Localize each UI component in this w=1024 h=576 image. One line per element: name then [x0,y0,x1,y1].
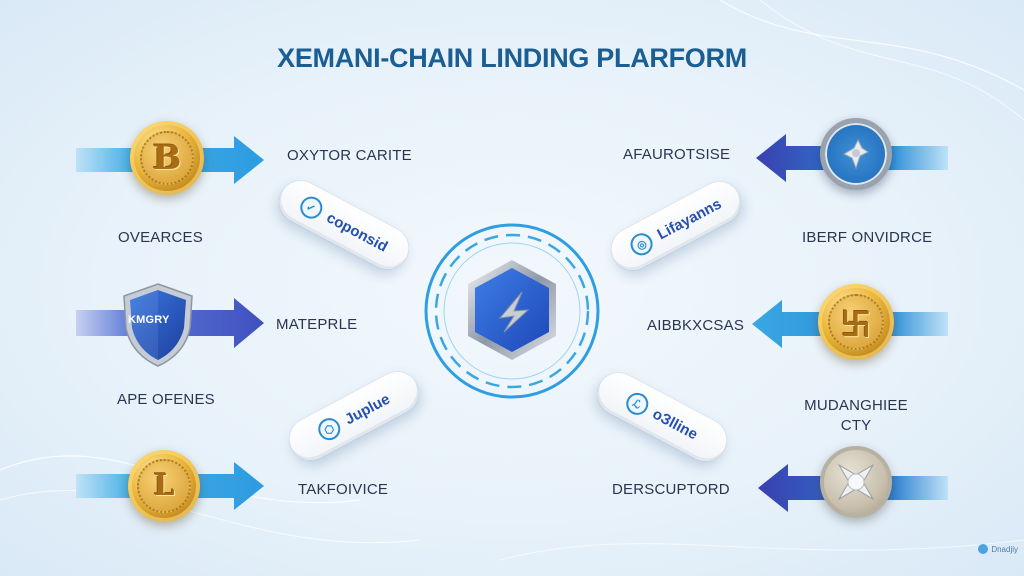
shield-icon [123,283,193,367]
four-point-star-icon [837,463,875,501]
pill-label: oЗlline [649,405,701,443]
left-label-3: TAKFOIVICE [298,481,389,498]
pill-button-coponsid[interactable]: ✓ coponsid [272,173,416,277]
lightning-hexagon-icon[interactable] [418,218,606,404]
left-sublabel-1: OVEARCES [118,229,203,246]
right-sublabel-2: MUDANGHIEE CTY [800,396,912,436]
page-title: XEMANI-CHAIN LINDING PLARFORM [277,43,747,73]
pill-label: coponsid [323,208,391,256]
pill-label: Lifayanns [654,195,725,243]
coin-badge-icon: ✓ [296,192,326,223]
right-label-2: AIBBKXCSAS [647,317,745,334]
pill-button-lifayanns[interactable]: ◎ Lifayanns [604,174,748,278]
pill-button-juplue[interactable]: ⬡ Juplue [282,364,426,468]
silver-star-coin-icon [820,446,892,518]
blue-coin-icon [820,118,892,190]
right-label-1: AFAUROTSISE [623,146,731,163]
bitcoin-coin-icon: B [130,121,204,195]
hex-badge-icon: ⬡ [314,414,345,445]
left-label-2: MATEPRLE [276,316,358,333]
watermark: Dnadjiy [978,544,1018,554]
right-label-3: DERSCUPTORD [612,481,730,498]
gold-coin-icon: L [128,450,200,522]
shield-glyph: KMGRY [128,314,170,326]
right-sublabel-2-line-2: CTY [840,417,872,434]
right-sublabel-1: IBERF ONVIDRCE [802,229,933,246]
person-badge-icon: ℒ [622,388,652,419]
pill-button-online[interactable]: ℒ oЗlline [590,365,734,469]
gold-coin-icon: 卐 [818,284,894,360]
left-sublabel-2: APE OFENES [117,391,215,408]
right-sublabel-2-line-1: MUDANGHIEE [804,397,908,414]
left-label-1: OXYTOR CARITE [287,147,412,164]
watermark-logo-icon [978,544,989,554]
globe-badge-icon: ◎ [626,229,657,260]
bitcoin-glyph: B [139,130,195,186]
pill-label: Juplue [341,390,393,428]
satellite-icon [842,138,869,170]
coin-glyph: L [137,459,191,513]
coin-glyph: 卐 [827,293,885,351]
watermark-text: Dnadjiy [991,544,1018,554]
